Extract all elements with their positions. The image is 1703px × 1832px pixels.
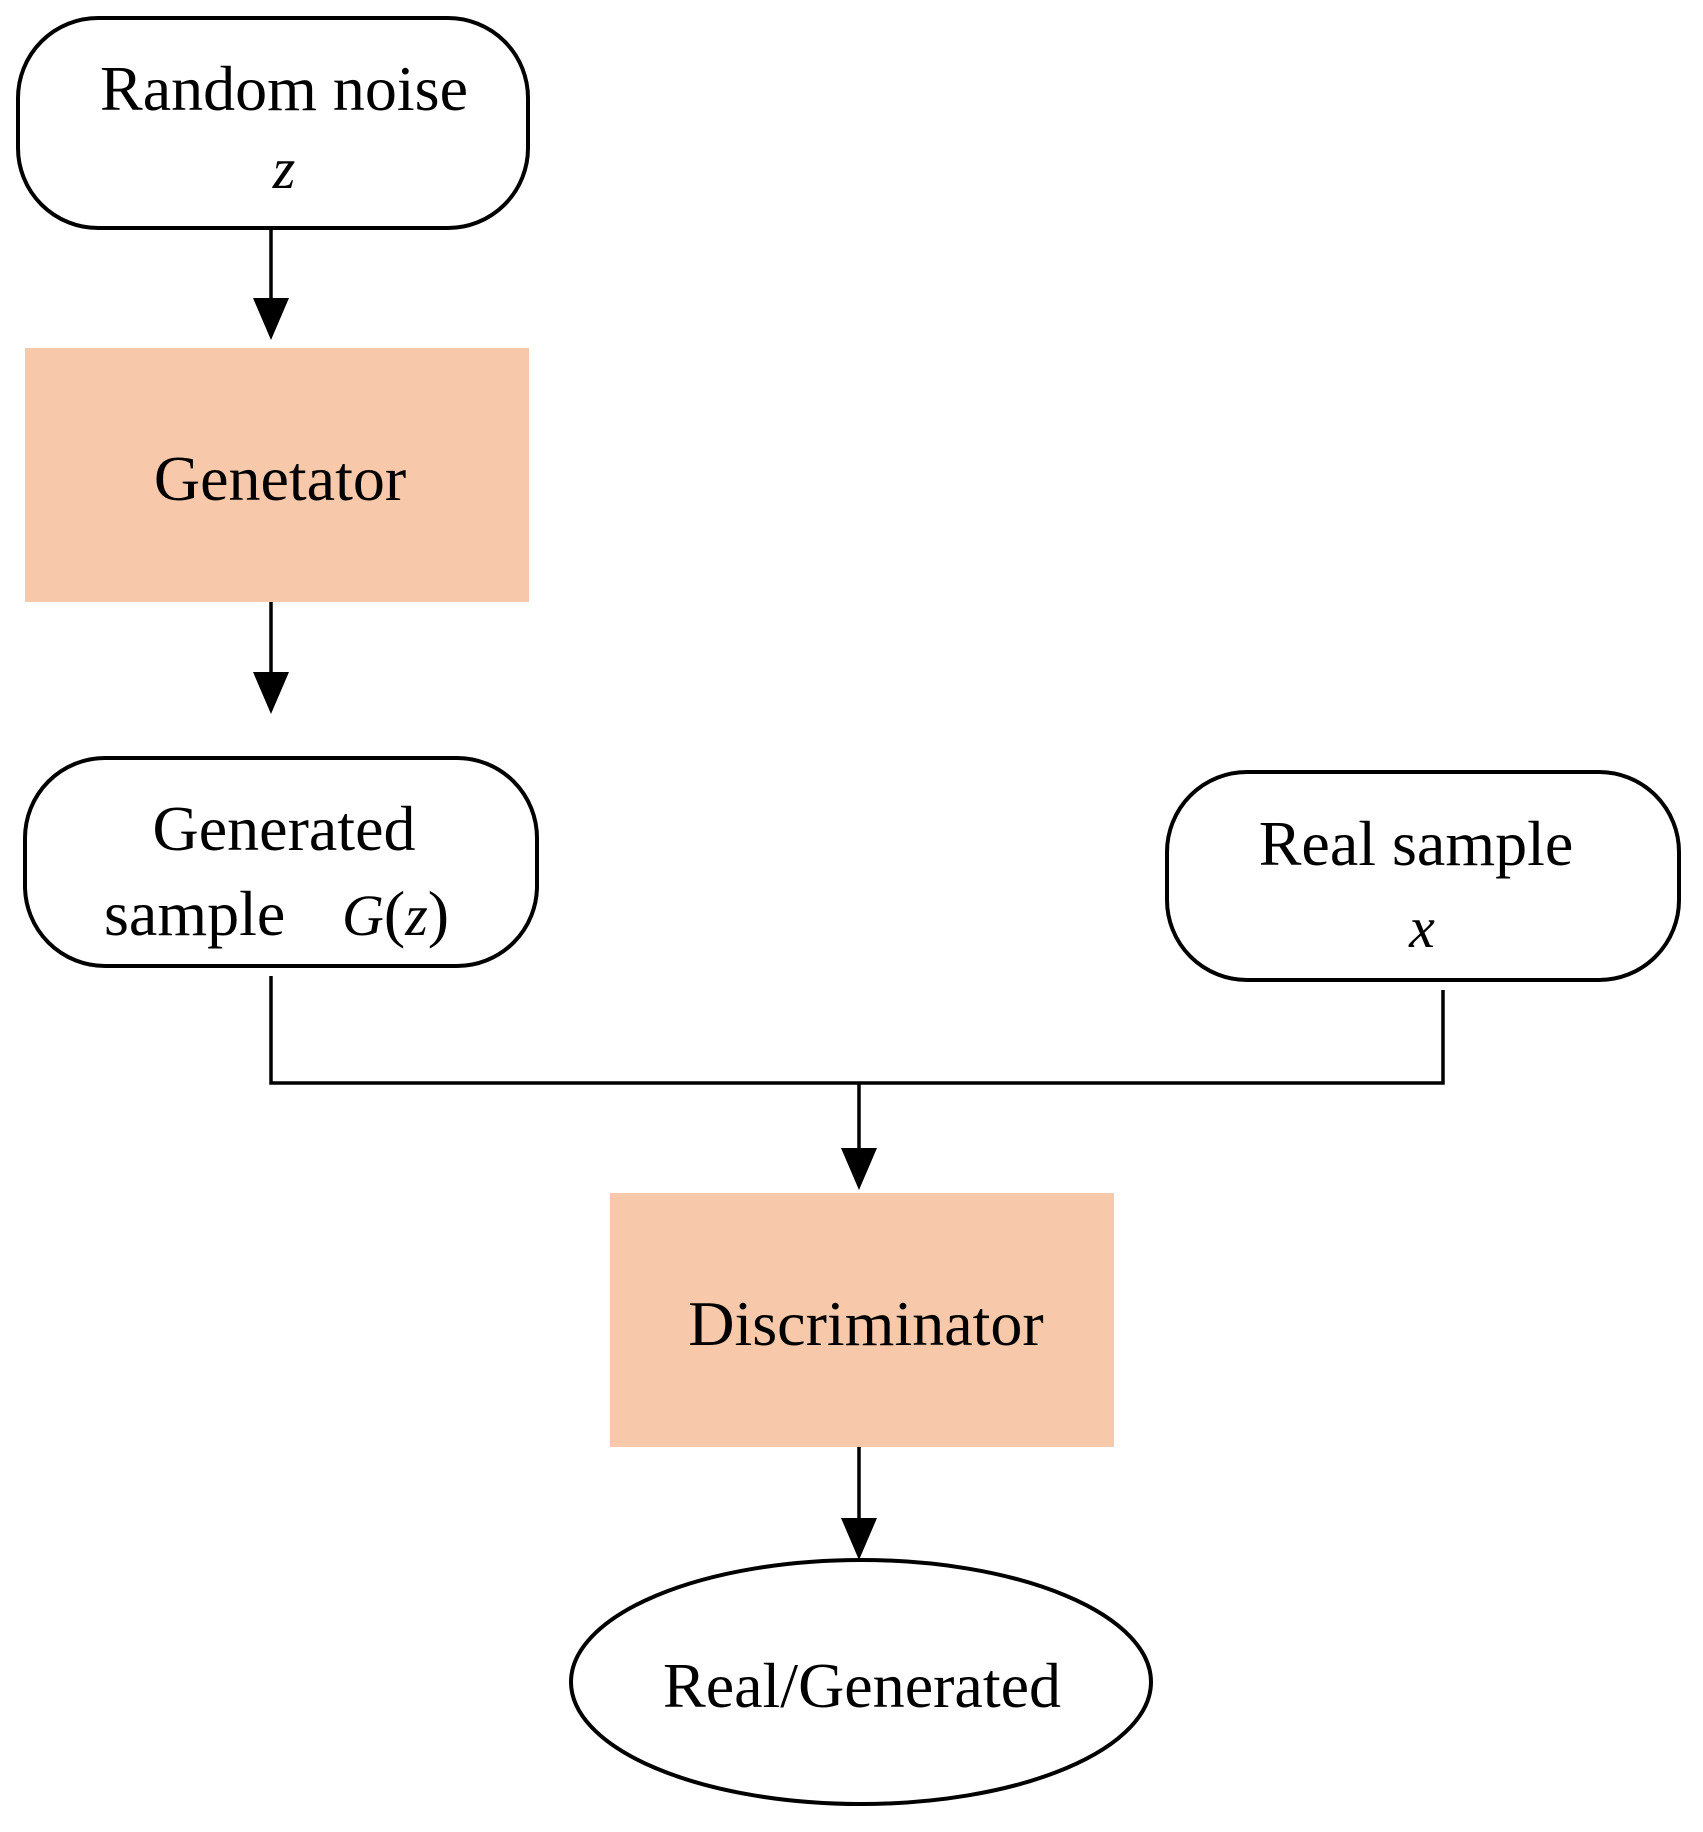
output-label: Real/Generated (663, 1650, 1061, 1721)
generated-sample-variable: G(z) (342, 878, 449, 949)
arrow-discriminator-to-output (841, 1447, 877, 1560)
real-sample-node: Real sample x (1165, 770, 1681, 982)
generated-sample-label-line2: sample (104, 878, 285, 949)
arrow-generator-to-generated-sample (253, 602, 289, 714)
random-noise-variable: z (272, 136, 296, 201)
random-noise-node: Random noise z (16, 16, 530, 230)
arrow-noise-to-generator (253, 228, 289, 340)
merge-connector (269, 976, 1445, 1190)
generated-sample-label-line1: Generated (153, 793, 416, 864)
real-sample-label: Real sample (1259, 808, 1574, 879)
discriminator-node: Discriminator (610, 1193, 1114, 1447)
generator-node: Genetator (25, 348, 529, 602)
generated-sample-node: Generated sample G(z) (23, 756, 539, 968)
generator-label: Genetator (154, 443, 406, 514)
random-noise-label: Random noise (100, 53, 468, 124)
real-sample-variable: x (1408, 895, 1435, 960)
discriminator-label: Discriminator (688, 1288, 1043, 1359)
output-node: Real/Generated (569, 1558, 1153, 1806)
